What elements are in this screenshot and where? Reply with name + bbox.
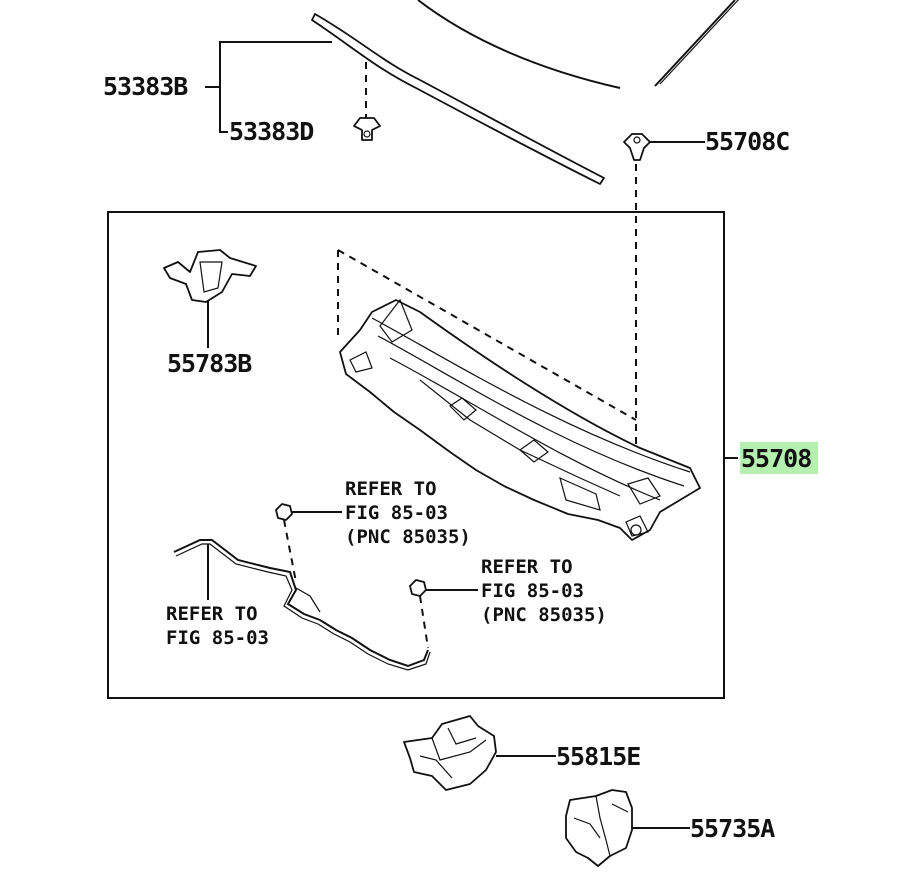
label-53383D: 53383D [229,117,313,146]
label-55783B: 55783B [167,349,252,378]
ref2-line1: REFER TO [481,556,573,578]
nozzle-1-dash [283,519,297,583]
nozzle-2-dash [419,595,429,649]
cowl-dash-outline [337,249,637,421]
ref3-line2: FIG 85-03 [166,627,269,649]
cowl-louver-55708-part[interactable] [339,298,701,541]
highlight-55708 [740,442,818,474]
windshield-edge [417,0,621,89]
ref1-line3: (PNC 85035) [345,526,471,548]
clip-53383D-part[interactable] [353,117,381,141]
weatherstrip-part[interactable] [311,13,605,185]
nozzle-1-part[interactable] [275,503,293,521]
bracket-55783B-part[interactable] [163,249,257,303]
part-55815E[interactable] [403,715,497,791]
ref2-line2: FIG 85-03 [481,580,584,602]
part-55735A[interactable] [565,789,633,867]
assembly-frame [107,211,725,699]
clip-55708C-part[interactable] [623,133,651,161]
ref1-line2: FIG 85-03 [345,502,448,524]
ref3-line1: REFER TO [166,603,258,625]
label-55708C: 55708C [705,127,789,156]
windshield-side-edge [654,0,736,87]
label-55735A: 55735A [690,814,775,843]
nozzle-2-part[interactable] [409,579,427,597]
label-55815E: 55815E [556,742,640,771]
washer-hose-part[interactable] [173,539,431,671]
ref1-line1: REFER TO [345,478,437,500]
label-55708: 55708 [741,444,811,473]
label-53383B: 53383B [103,72,188,101]
ref2-line3: (PNC 85035) [481,604,607,626]
windshield-side-edge-inner [659,0,739,85]
